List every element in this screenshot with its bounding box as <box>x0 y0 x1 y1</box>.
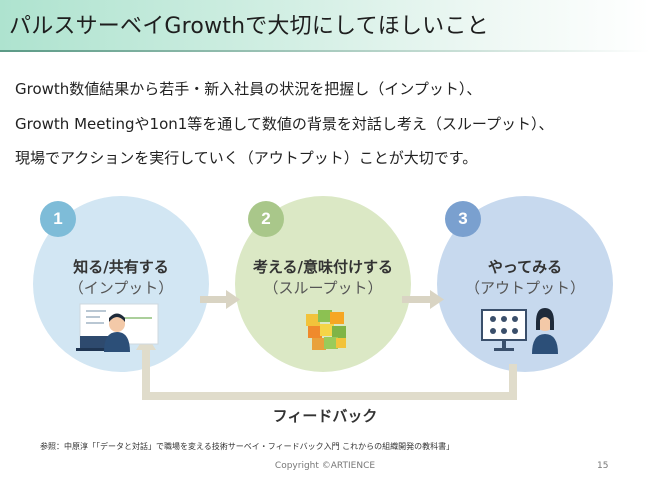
header-divider <box>0 50 650 52</box>
step-3-number-badge: 3 <box>445 201 481 237</box>
arrow-step2-to-step3 <box>402 290 444 309</box>
step-3-title: やってみる <box>487 258 563 276</box>
intro-line-2: Growth Meetingや1on1等を通して数値の背景を対話し考え（スループ… <box>15 115 554 133</box>
step-1-subtitle: （インプット） <box>68 279 174 297</box>
step-2-number-badge: 2 <box>248 201 284 237</box>
person-at-computer-icon <box>76 303 159 352</box>
step-2-title: 考える/意味付けする <box>252 258 394 276</box>
feedback-label: フィードバック <box>272 407 378 425</box>
slide-header: パルスサーベイGrowthで大切にしてほしいこと <box>0 0 650 50</box>
intro-line-3: 現場でアクションを実行していく（アウトプット）ことが大切です。 <box>15 149 478 167</box>
copyright: Copyright ©ARTIENCE <box>274 461 376 471</box>
sticky-notes-icon <box>306 310 346 350</box>
intro-line-1: Growth数値結果から若手・新入社員の状況を把握し（インプット）、 <box>15 80 482 98</box>
reference-note: 参照：中原淳「「データと対話」で職場を変える技術サーベイ・フィードバック入門 こ… <box>40 442 455 451</box>
arrow-step1-to-step2 <box>200 290 240 309</box>
slide-title: パルスサーベイGrowthで大切にしてほしいこと <box>9 14 489 39</box>
page-number: 15 <box>597 461 609 471</box>
step-1-number-badge: 1 <box>40 201 76 237</box>
step-3-subtitle: （アウトプット） <box>464 279 585 297</box>
video-meeting-icon <box>481 308 558 354</box>
step-1-title: 知る/共有する <box>73 258 169 276</box>
step-2-subtitle: （スループット） <box>263 279 383 297</box>
